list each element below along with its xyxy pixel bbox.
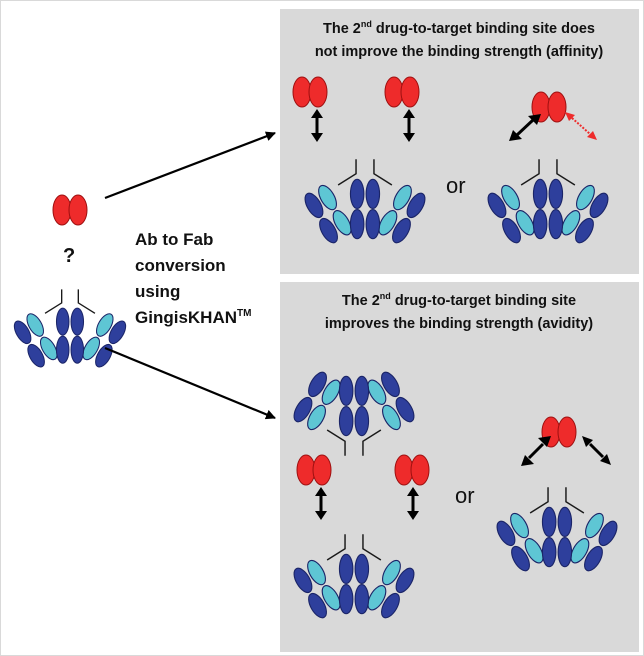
or-label: or [446,173,466,198]
trademark-symbol: TM [237,308,251,319]
avidity-title-line-1: The 2nd drug-to-target binding site [342,291,576,309]
binding-double-arrow [311,109,323,142]
non-binding-arrow-red [565,112,597,140]
avidity-panel: The 2nd drug-to-target binding site impr… [280,282,639,652]
conversion-line-1: Ab to Fab [135,230,213,249]
conversion-line-2: conversion [135,256,226,275]
affinity-title-line-2: not improve the binding strength (affini… [315,44,604,60]
conversion-label: Ab to Fab conversion using GingisKHANTM [135,230,251,327]
binding-double-arrow-left [509,114,541,141]
conversion-line-4: GingisKHANTM [135,308,251,327]
binding-double-arrow-right [582,436,611,465]
free-target-antigen [52,194,88,226]
affinity-panel: The 2nd drug-to-target binding site does… [280,9,639,274]
binding-double-arrow [407,487,419,520]
arrow-to-avidity-panel [104,346,276,420]
binding-double-arrow [403,109,415,142]
binding-double-arrow [315,487,327,520]
binding-double-arrow-left [521,436,551,466]
avidity-title-line-2: improves the binding strength (avidity) [325,316,593,332]
avidity-panel-background [280,282,639,652]
conversion-line-3: using [135,282,180,301]
arrow-to-affinity-panel [104,131,276,200]
antibody-full-igg [10,288,130,371]
unknown-question-mark: ? [63,245,75,267]
or-label: or [455,483,475,508]
affinity-title-line-1: The 2nd drug-to-target binding site does [323,19,595,37]
